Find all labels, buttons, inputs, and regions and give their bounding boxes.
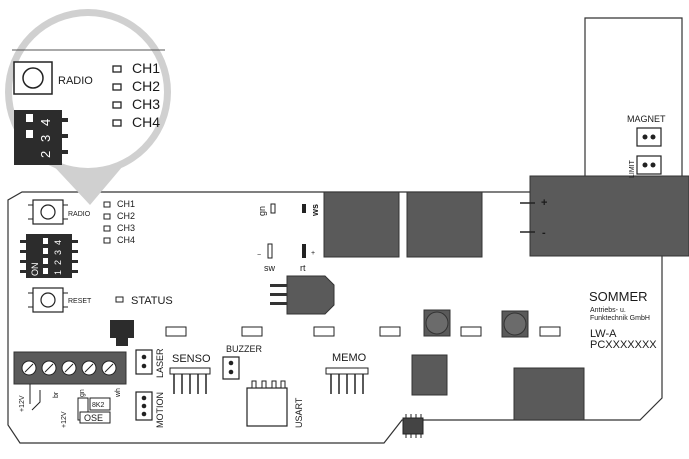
term-br-label: br xyxy=(53,391,60,398)
serial-label: PCXXXXXXX xyxy=(590,339,657,351)
led-rt-label: rt xyxy=(300,263,306,273)
relay-1 xyxy=(323,191,400,258)
ch4-label: CH4 xyxy=(117,235,135,245)
magnet-label: MAGNET xyxy=(627,114,666,124)
minus-mark: − xyxy=(257,252,261,259)
dip-digit-2: 2 xyxy=(53,260,63,265)
zoom-ch4: CH4 xyxy=(132,114,160,130)
senso-label: SENSO xyxy=(172,353,211,365)
reset-label: RESET xyxy=(68,298,92,305)
term-12v-label: +12V xyxy=(19,395,26,412)
memo-header xyxy=(325,367,369,375)
small-chip xyxy=(402,417,424,435)
led-ws-label: ws xyxy=(310,204,320,217)
term-wh-label: wh xyxy=(115,388,122,398)
zoom-ch3: CH3 xyxy=(132,96,160,112)
buzzer-label: BUZZER xyxy=(226,344,263,354)
status-led xyxy=(115,296,124,303)
term-12v-2-label: +12V xyxy=(61,411,68,428)
microcontroller xyxy=(513,367,585,421)
resistor-8k2 xyxy=(89,397,111,411)
connector-minus: - xyxy=(542,227,546,239)
dip-digit-1: 1 xyxy=(53,270,63,275)
zoom-content: RADIO CH1 CH2 CH3 CH4 4 3 2 xyxy=(12,49,165,165)
slide-switch xyxy=(110,320,134,338)
zoom-dip-4: 4 xyxy=(38,119,53,126)
radio-label: RADIO xyxy=(68,211,91,218)
zoom-ch1: CH1 xyxy=(132,60,160,76)
ch1-label: CH1 xyxy=(117,199,135,209)
zoom-dip-switch xyxy=(14,110,62,165)
ose-label: OSE xyxy=(84,413,103,423)
dip-switch xyxy=(26,234,72,278)
maker-label: SOMMER xyxy=(589,289,648,304)
model-label: LW-A xyxy=(590,328,617,340)
led-sw-label: sw xyxy=(264,263,276,273)
usart-connector xyxy=(246,387,288,427)
magnet-jumper xyxy=(636,127,662,147)
zoom-dip-2: 2 xyxy=(38,151,53,158)
zoom-ch2: CH2 xyxy=(132,78,160,94)
relay-2 xyxy=(406,191,483,258)
terminal-screws xyxy=(21,360,117,376)
limit-jumper xyxy=(636,155,662,175)
limit-label: LIMIT xyxy=(629,159,636,178)
memo-label: MEMO xyxy=(332,352,367,364)
voltage-regulator xyxy=(286,275,335,315)
ch2-label: CH2 xyxy=(117,211,135,221)
led-gn-label: gn xyxy=(257,206,267,216)
maker-sub-1: Antriebs- u. xyxy=(590,307,626,314)
ose-box xyxy=(79,411,111,424)
ch3-label: CH3 xyxy=(117,223,135,233)
zoom-dip-3: 3 xyxy=(38,135,53,142)
laser-jumper xyxy=(135,349,153,375)
plus-mark: + xyxy=(311,250,315,257)
motion-label: MOTION xyxy=(155,392,165,428)
term-gn-label: gn xyxy=(79,389,86,397)
resistor-8k2-label: 8K2 xyxy=(92,402,105,409)
status-label: STATUS xyxy=(131,295,173,307)
buzzer-jumper xyxy=(222,356,240,380)
zoom-radio-label: RADIO xyxy=(58,75,93,87)
dip-digit-4: 4 xyxy=(53,240,63,245)
power-connector xyxy=(529,175,689,257)
connector-plus: + xyxy=(541,197,547,209)
usart-label: USART xyxy=(294,397,304,428)
senso-header xyxy=(169,367,211,375)
maker-sub-2: Funktechnik GmbH xyxy=(590,315,650,322)
chip-1 xyxy=(411,354,448,396)
dip-digit-3: 3 xyxy=(53,250,63,255)
dip-on-label: ON xyxy=(30,263,40,277)
laser-label: LASER xyxy=(155,348,165,378)
